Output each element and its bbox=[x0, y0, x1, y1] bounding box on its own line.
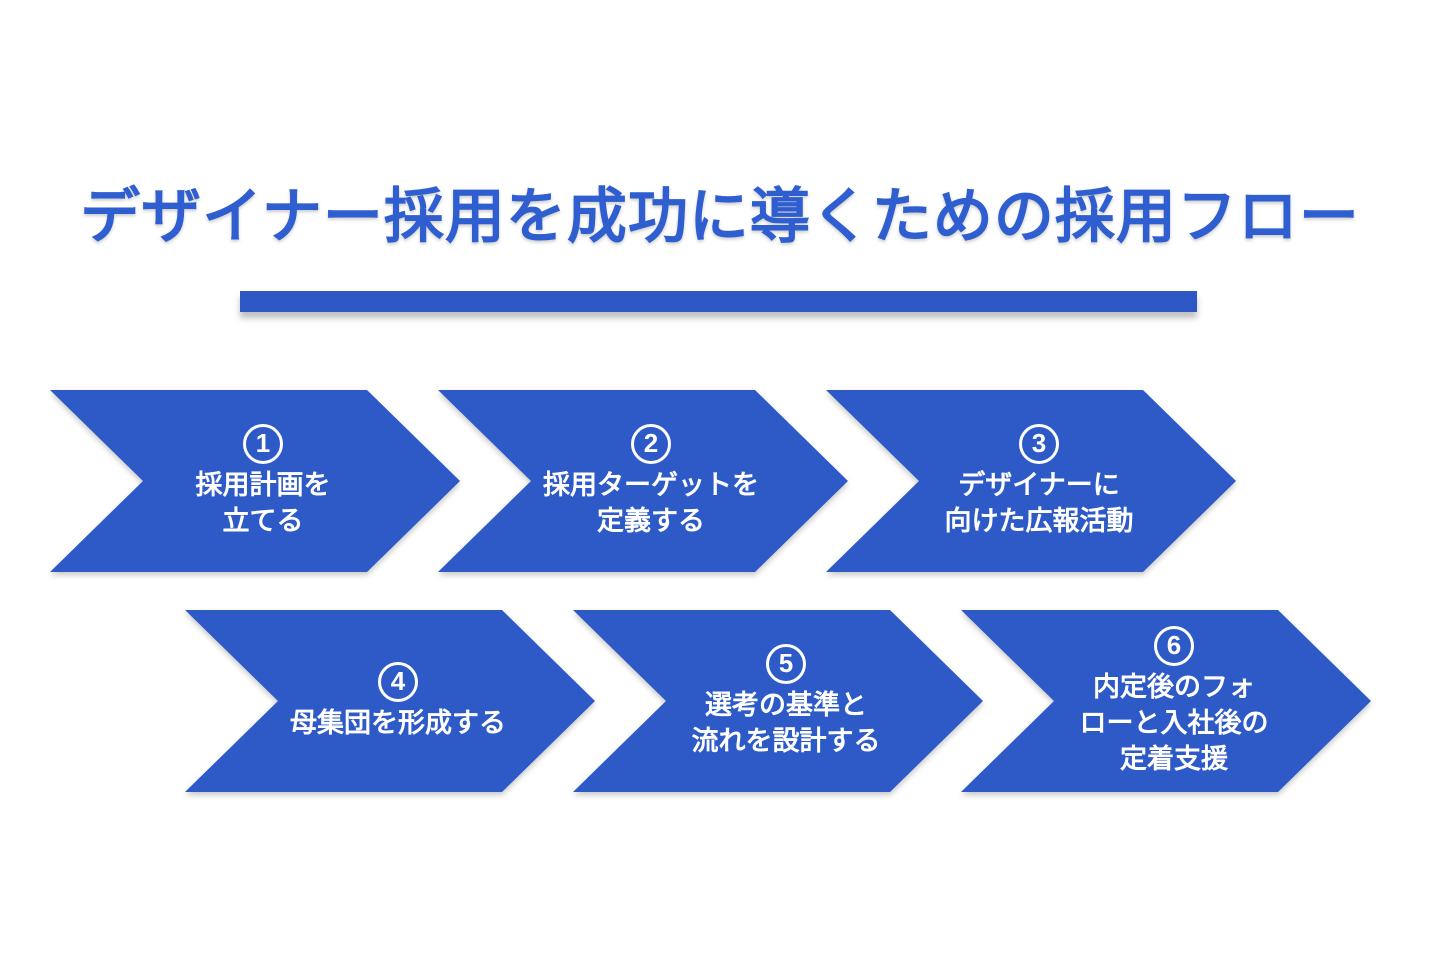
step-number-badge: 5 bbox=[766, 644, 806, 684]
chevron-arrow-shape: 2 採用ターゲットを 定義する bbox=[438, 390, 848, 572]
step-label-line: 選考の基準と bbox=[705, 689, 867, 720]
step-number-badge: 3 bbox=[1019, 424, 1059, 464]
step-label-line: 立てる bbox=[222, 505, 304, 536]
step-label: 採用ターゲットを 定義する bbox=[543, 467, 759, 539]
step-label: 内定後のフォ ローと入社後の 定着支援 bbox=[1080, 669, 1269, 777]
step-label-line: 採用計画を bbox=[195, 469, 331, 500]
step-label-line: デザイナーに bbox=[958, 469, 1120, 500]
step-label-line: 流れを設計する bbox=[691, 725, 881, 756]
step-label-line: ローと入社後の bbox=[1079, 707, 1269, 738]
flow-step-5: 5 選考の基準と 流れを設計する bbox=[573, 610, 983, 792]
flow-step-4: 4 母集団を形成する bbox=[185, 610, 595, 792]
flow-step-2: 2 採用ターゲットを 定義する bbox=[438, 390, 848, 572]
step-number-badge: 2 bbox=[631, 424, 671, 464]
step-label-line: 向けた広報活動 bbox=[944, 505, 1134, 536]
chevron-arrow-shape: 6 内定後のフォ ローと入社後の 定着支援 bbox=[961, 610, 1371, 792]
step-label: 母集団を形成する bbox=[290, 705, 506, 741]
flow-step-3: 3 デザイナーに 向けた広報活動 bbox=[826, 390, 1236, 572]
step-label: デザイナーに 向けた広報活動 bbox=[945, 467, 1134, 539]
step-number-badge: 6 bbox=[1154, 626, 1194, 666]
step-label-line: 内定後のフォ bbox=[1093, 671, 1255, 702]
step-label-line: 母集団を形成する bbox=[290, 707, 506, 738]
flow-step-1: 1 採用計画を 立てる bbox=[50, 390, 460, 572]
step-label-line: 定義する bbox=[597, 505, 705, 536]
step-label-line: 採用ターゲットを bbox=[543, 469, 759, 500]
title-underline-bar bbox=[240, 291, 1197, 312]
step-number-badge: 1 bbox=[243, 424, 283, 464]
page-title: デザイナー採用を成功に導くための採用フロー bbox=[80, 183, 1360, 250]
step-label: 採用計画を 立てる bbox=[196, 467, 331, 539]
chevron-arrow-shape: 1 採用計画を 立てる bbox=[50, 390, 460, 572]
step-number-badge: 4 bbox=[378, 662, 418, 702]
chevron-arrow-shape: 5 選考の基準と 流れを設計する bbox=[573, 610, 983, 792]
step-label: 選考の基準と 流れを設計する bbox=[692, 687, 881, 759]
step-label-line: 定着支援 bbox=[1120, 743, 1228, 774]
chevron-arrow-shape: 4 母集団を形成する bbox=[185, 610, 595, 792]
chevron-arrow-shape: 3 デザイナーに 向けた広報活動 bbox=[826, 390, 1236, 572]
flow-step-6: 6 内定後のフォ ローと入社後の 定着支援 bbox=[961, 610, 1371, 792]
